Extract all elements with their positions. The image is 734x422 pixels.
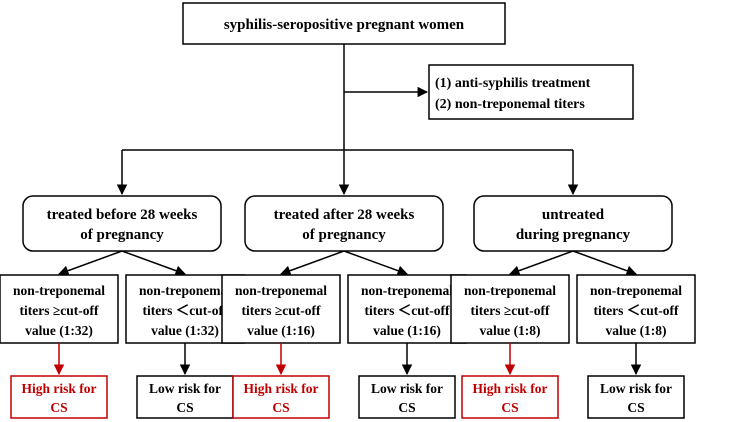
condition-line-1: non-treponemal bbox=[139, 283, 231, 298]
group-node: treated before 28 weeks of pregnancy bbox=[22, 195, 222, 252]
split-arrow-high bbox=[509, 250, 574, 276]
condition-high-node: non-treponemal titers ≥cut-off value (1:8) bbox=[450, 274, 570, 344]
condition-line-3: value (1:8) bbox=[605, 323, 666, 338]
outcome-line-1: High risk for bbox=[472, 381, 547, 396]
condition-line-3: value (1:16) bbox=[247, 323, 315, 338]
condition-line-2: titers ＜cut-off bbox=[364, 303, 450, 318]
split-arrow-low bbox=[343, 250, 408, 276]
group-1: treated before 28 weeks of pregnancy non-t… bbox=[0, 195, 245, 419]
condition-line-3: value (1:32) bbox=[25, 323, 93, 338]
condition-high-node: non-treponemal titers ≥cut-off value (1:16… bbox=[221, 274, 341, 344]
outcome-line-1: High risk for bbox=[21, 381, 96, 396]
outcome-line-2: CS bbox=[272, 400, 289, 415]
side-note-line-2: (2) non-treponemal titers bbox=[435, 97, 585, 112]
split-arrow-high bbox=[58, 250, 123, 276]
side-note-node: (1) anti-syphilis treatment (2) non-trep… bbox=[428, 64, 634, 120]
condition-line-3: value (1:16) bbox=[373, 323, 441, 338]
outcome-line-2: CS bbox=[501, 400, 518, 415]
condition-line-2: titers ＜cut-off bbox=[593, 303, 679, 318]
condition-line-3: value (1:8) bbox=[479, 323, 540, 338]
group-label-line-2: of pregnancy bbox=[80, 227, 164, 243]
condition-line-2: titers ≥cut-off bbox=[242, 303, 322, 318]
outcome-line-2: CS bbox=[176, 400, 193, 415]
split-arrow-low bbox=[572, 250, 637, 276]
group-label-line-2: of pregnancy bbox=[302, 227, 386, 243]
group-label-line-1: treated after 28 weeks bbox=[274, 207, 415, 223]
split-arrow-high bbox=[280, 250, 345, 276]
condition-line-1: non-treponemal bbox=[590, 283, 682, 298]
condition-low-node: non-treponemal titers ＜cut-off value (1:8) bbox=[576, 274, 696, 344]
outcome-line-2: CS bbox=[627, 400, 644, 415]
groups-layer: treated before 28 weeks of pregnancy non-t… bbox=[0, 195, 696, 419]
condition-line-3: value (1:32) bbox=[151, 323, 219, 338]
outcome-line-2: CS bbox=[398, 400, 415, 415]
condition-line-2: titers ≥cut-off bbox=[20, 303, 100, 318]
root-label: syphilis-seropositive pregnant women bbox=[224, 17, 465, 33]
group-label-line-1: untreated bbox=[542, 207, 605, 223]
condition-line-1: non-treponemal bbox=[13, 283, 105, 298]
root-node: syphilis-seropositive pregnant women bbox=[182, 2, 506, 45]
condition-line-1: non-treponemal bbox=[235, 283, 327, 298]
group-3: untreated during pregnancy non-treponemal t… bbox=[450, 195, 696, 419]
condition-line-2: titers ≥cut-off bbox=[471, 303, 551, 318]
outcome-line-2: CS bbox=[50, 400, 67, 415]
outcome-line-1: Low risk for bbox=[149, 381, 221, 396]
split-arrow-low bbox=[121, 250, 186, 276]
group-node: treated after 28 weeks of pregnancy bbox=[244, 195, 444, 252]
condition-line-2: titers ＜cut-off bbox=[142, 303, 228, 318]
group-node: untreated during pregnancy bbox=[473, 195, 673, 252]
connectors bbox=[116, 44, 579, 196]
group-2: treated after 28 weeks of pregnancy non-tr… bbox=[221, 195, 467, 419]
outcome-line-1: Low risk for bbox=[600, 381, 672, 396]
condition-line-1: non-treponemal bbox=[361, 283, 453, 298]
outcome-line-1: Low risk for bbox=[371, 381, 443, 396]
outcome-line-1: High risk for bbox=[243, 381, 318, 396]
group-label-line-1: treated before 28 weeks bbox=[47, 207, 198, 223]
group-label-line-2: during pregnancy bbox=[516, 227, 631, 243]
condition-line-1: non-treponemal bbox=[464, 283, 556, 298]
condition-low-node: non-treponemal titers ＜cut-off value (1:16… bbox=[347, 274, 467, 344]
side-note-line-1: (1) anti-syphilis treatment bbox=[435, 76, 591, 91]
condition-high-node: non-treponemal titers ≥cut-off value (1:32… bbox=[0, 274, 119, 344]
